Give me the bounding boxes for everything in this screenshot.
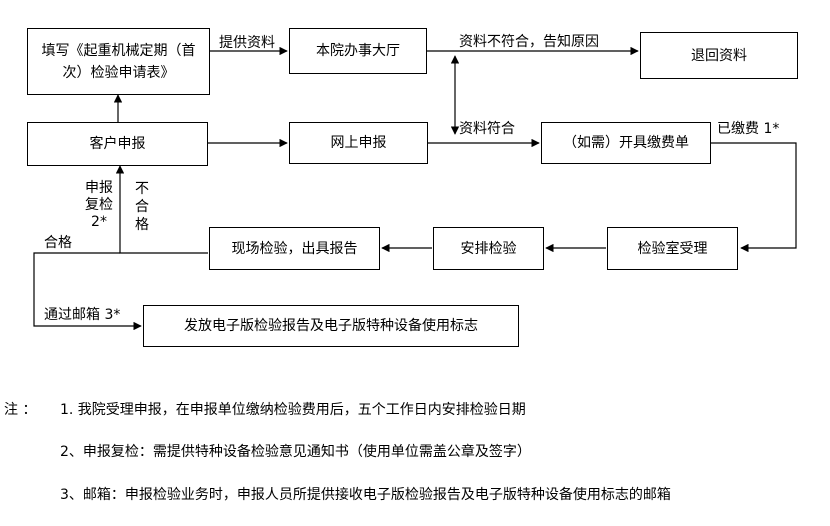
provide-docs-label: 提供资料	[219, 35, 275, 51]
arrow-pass-to-issue	[33, 252, 142, 331]
onsite-inspection-text: 现场检验，出具报告	[231, 240, 358, 257]
online-report-box: 网上申报	[289, 122, 428, 164]
office-hall-text: 本院办事大厅	[316, 43, 400, 59]
customer-report-box: 客户申报	[27, 122, 208, 166]
note-item-1: 1. 我院受理申报，在申报单位缴纳检验费用后，五个工作日内安排检验日期	[60, 402, 526, 418]
issue-invoice-text: （如需）开具缴费单	[563, 135, 689, 151]
paid-label: 已缴费 1*	[717, 121, 780, 137]
issue-invoice-box: （如需）开具缴费单	[541, 122, 711, 164]
arrange-inspection-box: 安排检验	[433, 227, 544, 270]
customer-report-text: 客户申报	[89, 136, 146, 152]
recheck-label-text: 申报复检 2*	[85, 180, 113, 230]
application-form-box: 填写《起重机械定期（首次）检验申请表》	[27, 28, 210, 95]
note-item-3: 3、邮箱：申报检验业务时，申报人员所提供接收电子版检验报告及电子版特种设备使用标…	[60, 487, 671, 503]
recheck-label: 申报复检 2*	[80, 180, 118, 231]
return-docs-box: 退回资料	[640, 32, 798, 79]
issue-electronic-box: 发放电子版检验报告及电子版特种设备使用标志	[143, 305, 519, 347]
onsite-inspection-box: 现场检验，出具报告	[209, 227, 380, 270]
lab-accept-box: 检验室受理	[607, 227, 738, 270]
note-item-2: 2、申报复检：需提供特种设备检验意见通知书（使用单位需盖公章及签字）	[60, 444, 531, 460]
office-hall-box: 本院办事大厅	[289, 28, 427, 74]
pass-label: 合格	[44, 235, 72, 251]
arrange-inspection-text: 安排检验	[460, 240, 517, 257]
fail-label: 不合格	[134, 180, 150, 234]
application-form-text: 填写《起重机械定期（首次）检验申请表》	[41, 42, 196, 81]
lab-accept-text: 检验室受理	[637, 240, 708, 257]
arrow-paid-to-lab	[711, 142, 797, 253]
docs-not-ok-label: 资料不符合，告知原因	[459, 34, 599, 50]
fail-label-text: 不合格	[135, 181, 149, 233]
online-report-text: 网上申报	[330, 135, 387, 151]
docs-ok-label: 资料符合	[459, 121, 515, 137]
via-email-label: 通过邮箱 3*	[44, 307, 121, 323]
return-docs-text: 退回资料	[691, 47, 747, 64]
notes-prefix: 注 ：	[4, 402, 37, 418]
issue-electronic-text: 发放电子版检验报告及电子版特种设备使用标志	[184, 318, 478, 334]
